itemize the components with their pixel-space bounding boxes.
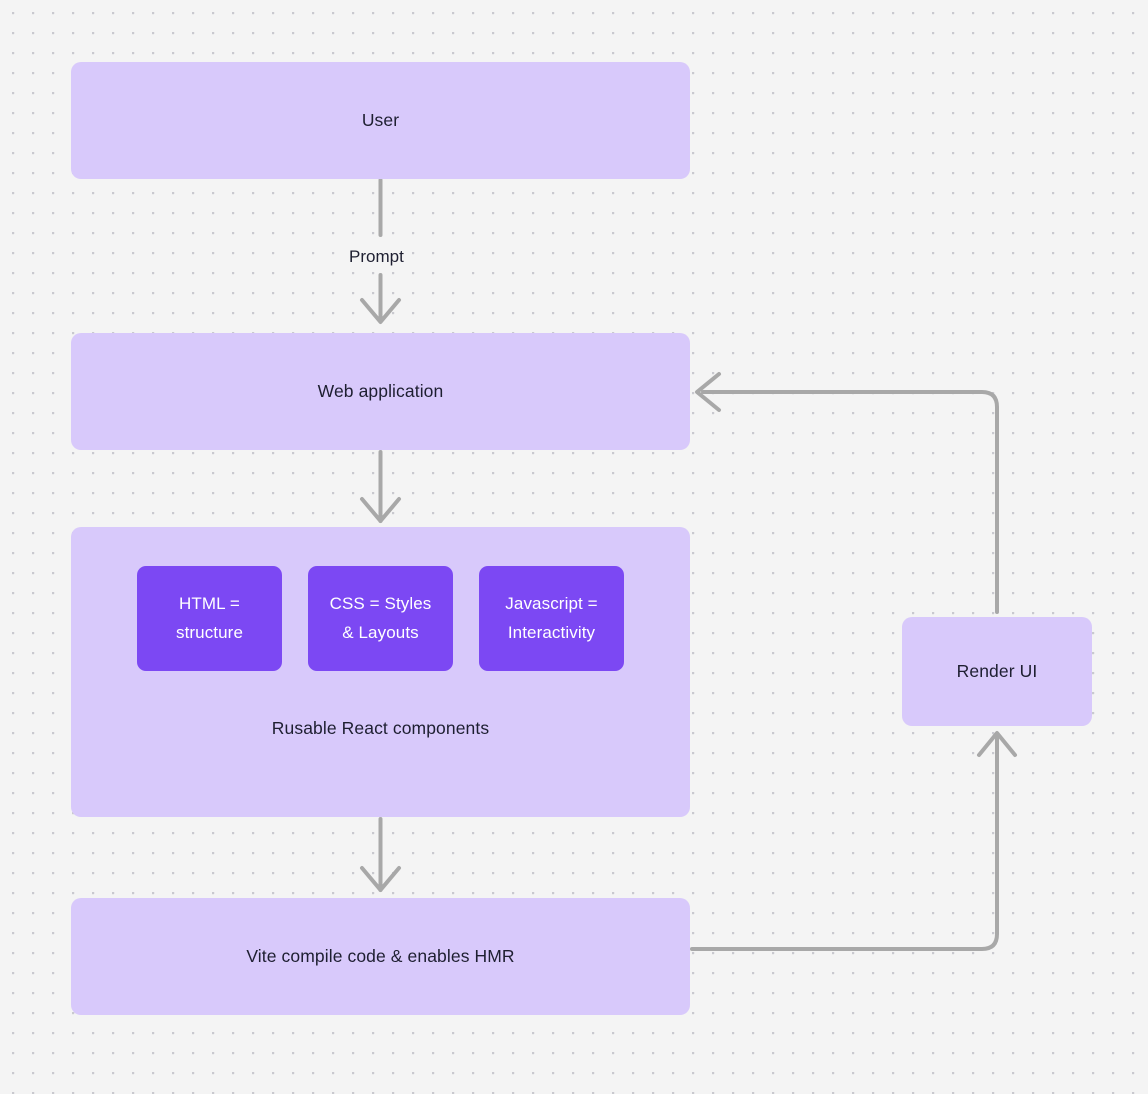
chip-row: HTML = structure CSS = Styles & Layouts … bbox=[71, 566, 690, 671]
node-user[interactable]: User bbox=[71, 62, 690, 179]
node-web-application-label: Web application bbox=[317, 381, 444, 402]
chip-javascript-line1: Javascript = bbox=[505, 593, 598, 613]
arrowhead-left-icon bbox=[695, 372, 721, 412]
node-react-components-group[interactable]: HTML = structure CSS = Styles & Layouts … bbox=[71, 527, 690, 817]
chip-css-line1: CSS = Styles bbox=[329, 593, 432, 613]
chip-html[interactable]: HTML = structure bbox=[137, 566, 282, 671]
chip-css[interactable]: CSS = Styles & Layouts bbox=[308, 566, 453, 671]
chip-javascript[interactable]: Javascript = Interactivity bbox=[479, 566, 624, 671]
edge-render-to-webapp bbox=[695, 372, 999, 614]
arrowhead-down-icon bbox=[360, 497, 401, 523]
chip-css-line2: & Layouts bbox=[342, 622, 419, 642]
arrowhead-down-icon bbox=[360, 866, 401, 892]
arrowhead-down-icon bbox=[360, 298, 401, 324]
node-react-components-caption: Rusable React components bbox=[271, 718, 490, 738]
edge-vite-to-render bbox=[690, 731, 1017, 951]
node-render-ui[interactable]: Render UI bbox=[902, 617, 1092, 726]
edge-webapp-to-components bbox=[360, 450, 401, 523]
chip-html-line1: HTML = bbox=[179, 593, 240, 613]
chip-html-line2: structure bbox=[175, 622, 244, 642]
chip-javascript-line2: Interactivity bbox=[507, 622, 596, 642]
arrowhead-up-icon bbox=[977, 731, 1017, 757]
node-user-label: User bbox=[361, 110, 400, 131]
node-vite[interactable]: Vite compile code & enables HMR bbox=[71, 898, 690, 1015]
edge-label-prompt: Prompt bbox=[342, 245, 411, 269]
node-web-application[interactable]: Web application bbox=[71, 333, 690, 450]
node-vite-label: Vite compile code & enables HMR bbox=[246, 946, 515, 967]
node-render-ui-label: Render UI bbox=[956, 661, 1038, 682]
edge-components-to-vite bbox=[360, 817, 401, 892]
